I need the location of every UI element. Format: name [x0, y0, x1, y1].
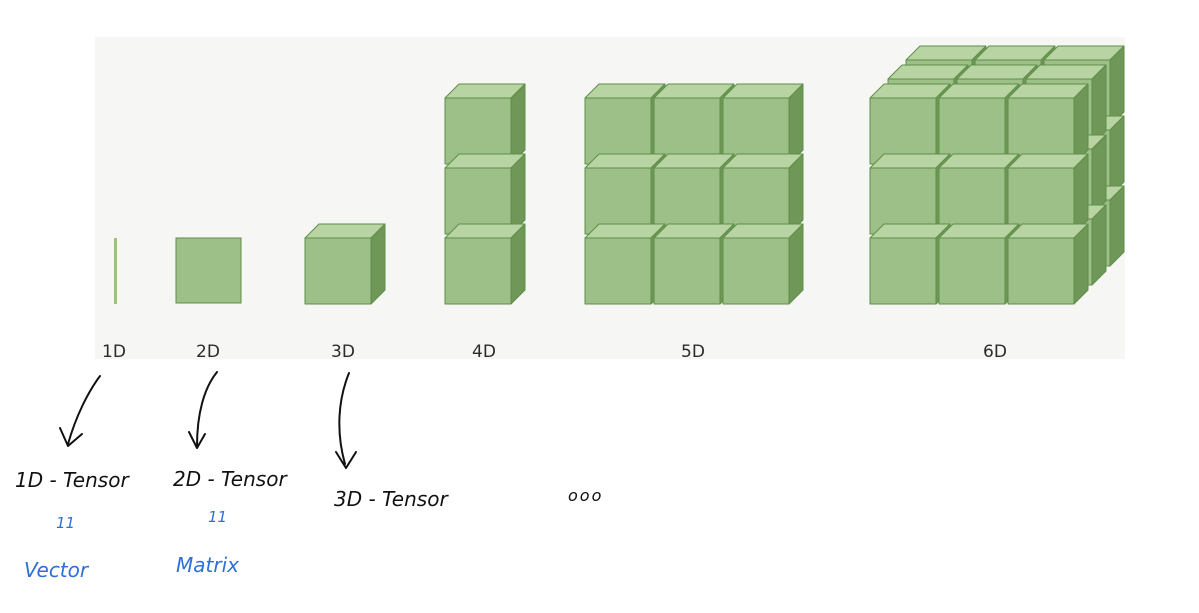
- tensor-4d-cube-r2-front: [444, 237, 512, 305]
- tensor-4d-cube-r0-side: [510, 83, 526, 165]
- tensor-6d-cube-l2r0c2-side: [1073, 83, 1089, 165]
- label-3d: 3D: [331, 342, 355, 362]
- tensor-6d-cube-l2r2c1-front: [938, 237, 1006, 305]
- tensor-6d-cube-l2r2c2-side: [1073, 223, 1089, 305]
- tensor-5d-cube-r2c2-front: [722, 237, 790, 305]
- tensor-label-2d: 2D - Tensor: [173, 467, 288, 491]
- alias-vector: Vector: [24, 558, 90, 582]
- label-6d: 6D: [983, 342, 1007, 362]
- label-5d: 5D: [681, 342, 705, 362]
- tensor-3d-cube-side: [370, 223, 386, 305]
- arrow-1d: [59, 375, 101, 447]
- tensor-6d-cube-l2r1c2-side: [1073, 153, 1089, 235]
- tensor-5d-cube-r1c2-side: [788, 153, 804, 235]
- tensor-5d-cube-r0c2-side: [788, 83, 804, 165]
- alias-matrix: Matrix: [176, 553, 239, 577]
- tensor-6d-cube-l2r2c2-front: [1007, 237, 1075, 305]
- tensor-label-1d: 1D - Tensor: [15, 468, 130, 492]
- label-4d: 4D: [472, 342, 496, 362]
- tensor-6d-cube-l0r0c2-side: [1109, 45, 1125, 127]
- cube-illustrations: [114, 45, 1125, 305]
- tensor-6d-cube-l1r2c2-side: [1091, 204, 1107, 286]
- tensor-5d-cube-r2c0-front: [584, 237, 652, 305]
- ellipsis-mark: ooo: [568, 486, 603, 505]
- tensor-6d-cube-l1r1c2-side: [1091, 134, 1107, 216]
- equals-mark-matrix: 11: [208, 508, 227, 526]
- tensor-3d-cube-front: [304, 237, 372, 305]
- label-1d: 1D: [102, 342, 126, 362]
- tensor-5d-cube-r2c1-front: [653, 237, 721, 305]
- tensor-5d-cube-r2c2-side: [788, 223, 804, 305]
- tensor-6d-cube-l0r1c2-side: [1109, 115, 1125, 197]
- label-2d: 2D: [196, 342, 220, 362]
- arrow-2d: [188, 371, 218, 449]
- tensor-6d-cube-l0r2c2-side: [1109, 185, 1125, 267]
- tensor-6d-cube-l1r0c2-side: [1091, 64, 1107, 146]
- tensor-1d-line: [114, 238, 117, 304]
- tensor-4d-cube-r2-side: [510, 223, 526, 305]
- tensor-4d-cube-r1-side: [510, 153, 526, 235]
- equals-mark-vector: 11: [56, 514, 75, 532]
- tensor-2d-square: [175, 237, 242, 304]
- arrow-3d: [335, 372, 357, 469]
- tensor-6d-cube-l2r2c0-front: [869, 237, 937, 305]
- tensor-label-3d: 3D - Tensor: [334, 487, 449, 511]
